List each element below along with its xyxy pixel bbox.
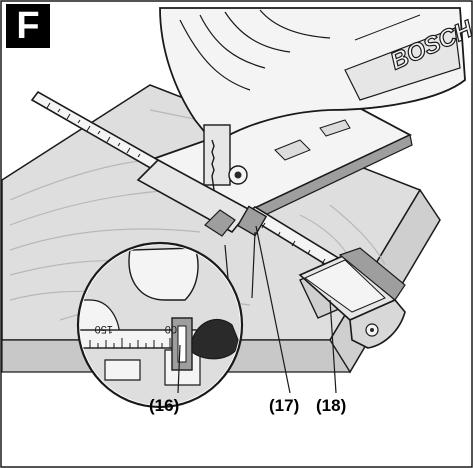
guide-ruler: [30, 90, 257, 237]
scale-tick-00: 00: [165, 323, 177, 335]
callout-18: (18): [316, 396, 347, 415]
leader-18: [329, 299, 337, 394]
callout-16: (16): [149, 396, 180, 415]
panel-label: F: [6, 4, 50, 48]
jigsaw-body: [159, 7, 466, 191]
leader-16: [177, 344, 181, 394]
guide-roller: [298, 247, 406, 349]
leader-lines: [177, 225, 337, 394]
magnifier-inset: 150 00: [76, 231, 256, 409]
leader-17: [255, 225, 291, 394]
callout-17: (17): [269, 396, 300, 415]
scale-tick-150: 150: [95, 323, 113, 335]
